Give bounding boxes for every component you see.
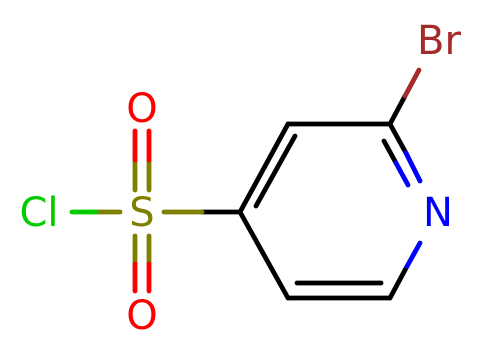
bond-c2-n: [387, 121, 409, 156]
bromine-bond: [387, 67, 422, 127]
bond-c4-c3: [237, 121, 291, 215]
bond-c2-br: [387, 93, 408, 127]
bond-c4-c3-inner: [253, 133, 298, 209]
atom-o-bottom: O: [126, 293, 157, 339]
atom-br: Br: [417, 18, 461, 64]
atom-o-top: O: [126, 86, 157, 132]
bond-n-c6: [387, 267, 408, 301]
sulfonyl-bottom-bond: [132, 233, 152, 294]
bond-c2-n-blue: [403, 150, 423, 184]
atom-n: N: [423, 190, 453, 236]
bond-c2-n-inner: [381, 138, 399, 166]
atom-s: S: [129, 190, 154, 236]
bond-c2-br-colored: [402, 67, 422, 99]
atom-cl: Cl: [19, 190, 58, 236]
ring-bonds: [237, 121, 393, 301]
bond-c2-n-inner-blue: [393, 160, 411, 188]
nitrogen-bonds: [381, 121, 423, 301]
bond-c4-c5: [237, 209, 291, 301]
atom-labels: Br N S Cl O O: [19, 18, 461, 339]
bond-n-c6-blue: [402, 240, 423, 273]
sulfonyl-top-bond: [132, 128, 152, 193]
